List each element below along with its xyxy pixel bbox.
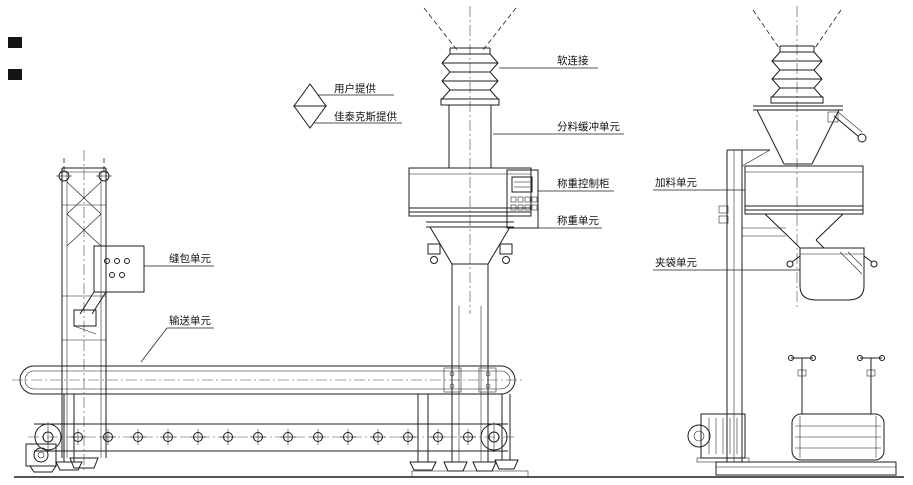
conveyor-foot [29,465,57,473]
revision-marker-2 [8,69,22,80]
leader-line [140,327,168,363]
label-soft-connection: 软连接 [557,54,589,67]
label-sewing-unit: 缝包单元 [169,252,211,265]
side-clamp-right [499,243,513,255]
control-button [524,196,531,203]
weigher-legs [411,306,529,478]
base-motor [687,413,750,463]
label-user-provided: 用户提供 [334,82,376,95]
discharge-funnel [764,213,844,249]
control-button [531,204,538,211]
label-feeding-unit: 加料单元 [655,176,697,189]
valve-lever [833,115,859,137]
feed-hopper [753,105,867,165]
sewing-head-body [93,245,145,293]
label-weighing-unit: 称重单元 [557,214,599,227]
control-button [517,196,524,203]
clamp-arm-right [863,255,873,263]
annotation-weighing-unit: 称重单元 [513,214,602,229]
label-conveying-unit: 输送单元 [169,314,211,327]
annotation-weighing-control-cabinet: 称重控制柜 [538,177,614,192]
column-foot [69,457,99,469]
valve-pivot [827,111,839,123]
label-weighing-control-cabinet: 称重控制柜 [557,177,610,190]
inlet-funnel-dashed [423,7,458,51]
leg-bracket [443,367,462,393]
bag-filling-machine-group [687,6,897,476]
flange [440,98,500,106]
filler-base-plate [715,461,897,476]
control-button [524,204,531,211]
vendor-supplied-triangle-icon [293,105,327,129]
revision-marker-1 [8,37,22,48]
label-dividing-buffer-unit: 分料缓冲单元 [557,120,620,133]
side-clamp-left [427,243,441,255]
bag-clamp-vessel [786,247,878,301]
control-display [511,176,533,193]
flange-right [770,96,824,104]
control-button [517,204,524,211]
conveyor-foot [409,461,437,471]
annotation-sewing-unit: 缝包单元 [144,252,214,267]
conveyor-group [12,365,522,473]
soft-connection-bellows-right [771,51,823,98]
conveyor-foot [494,459,519,470]
conveyor-foot [55,461,83,471]
column-bolt [718,215,729,224]
valve-handle [857,133,867,143]
annotation-dividing-buffer-unit: 分料缓冲单元 [493,120,624,135]
control-button [531,196,538,203]
column-bolt [718,205,729,214]
filler-frame-column [718,149,786,462]
clamp-arm-left [791,255,801,263]
weighing-hopper [426,221,514,265]
annotation-soft-connection: 软连接 [499,54,598,69]
control-button [510,204,517,211]
label-vendor-provided: 佳泰克斯提供 [334,110,397,123]
annotation-vendor-provided: 佳泰克斯提供 [314,110,402,124]
annotation-bag-clamping-unit: 夹袋单元 [653,256,800,271]
annotation-feeding-unit: 加料单元 [653,176,745,191]
control-button [510,196,517,203]
base-roller-drum [791,413,885,461]
jack-screws [788,355,885,414]
sewing-machine-group [56,150,145,472]
leg-bracket [478,367,497,393]
label-bag-clamping-unit: 夹袋单元 [655,256,697,269]
weighing-machine-group [408,6,539,478]
annotation-user-provided: 用户提供 [318,82,394,96]
inlet-funnel-dashed [482,7,517,51]
annotation-conveying-unit: 输送单元 [140,314,214,363]
needle-bar-housing [73,309,97,327]
